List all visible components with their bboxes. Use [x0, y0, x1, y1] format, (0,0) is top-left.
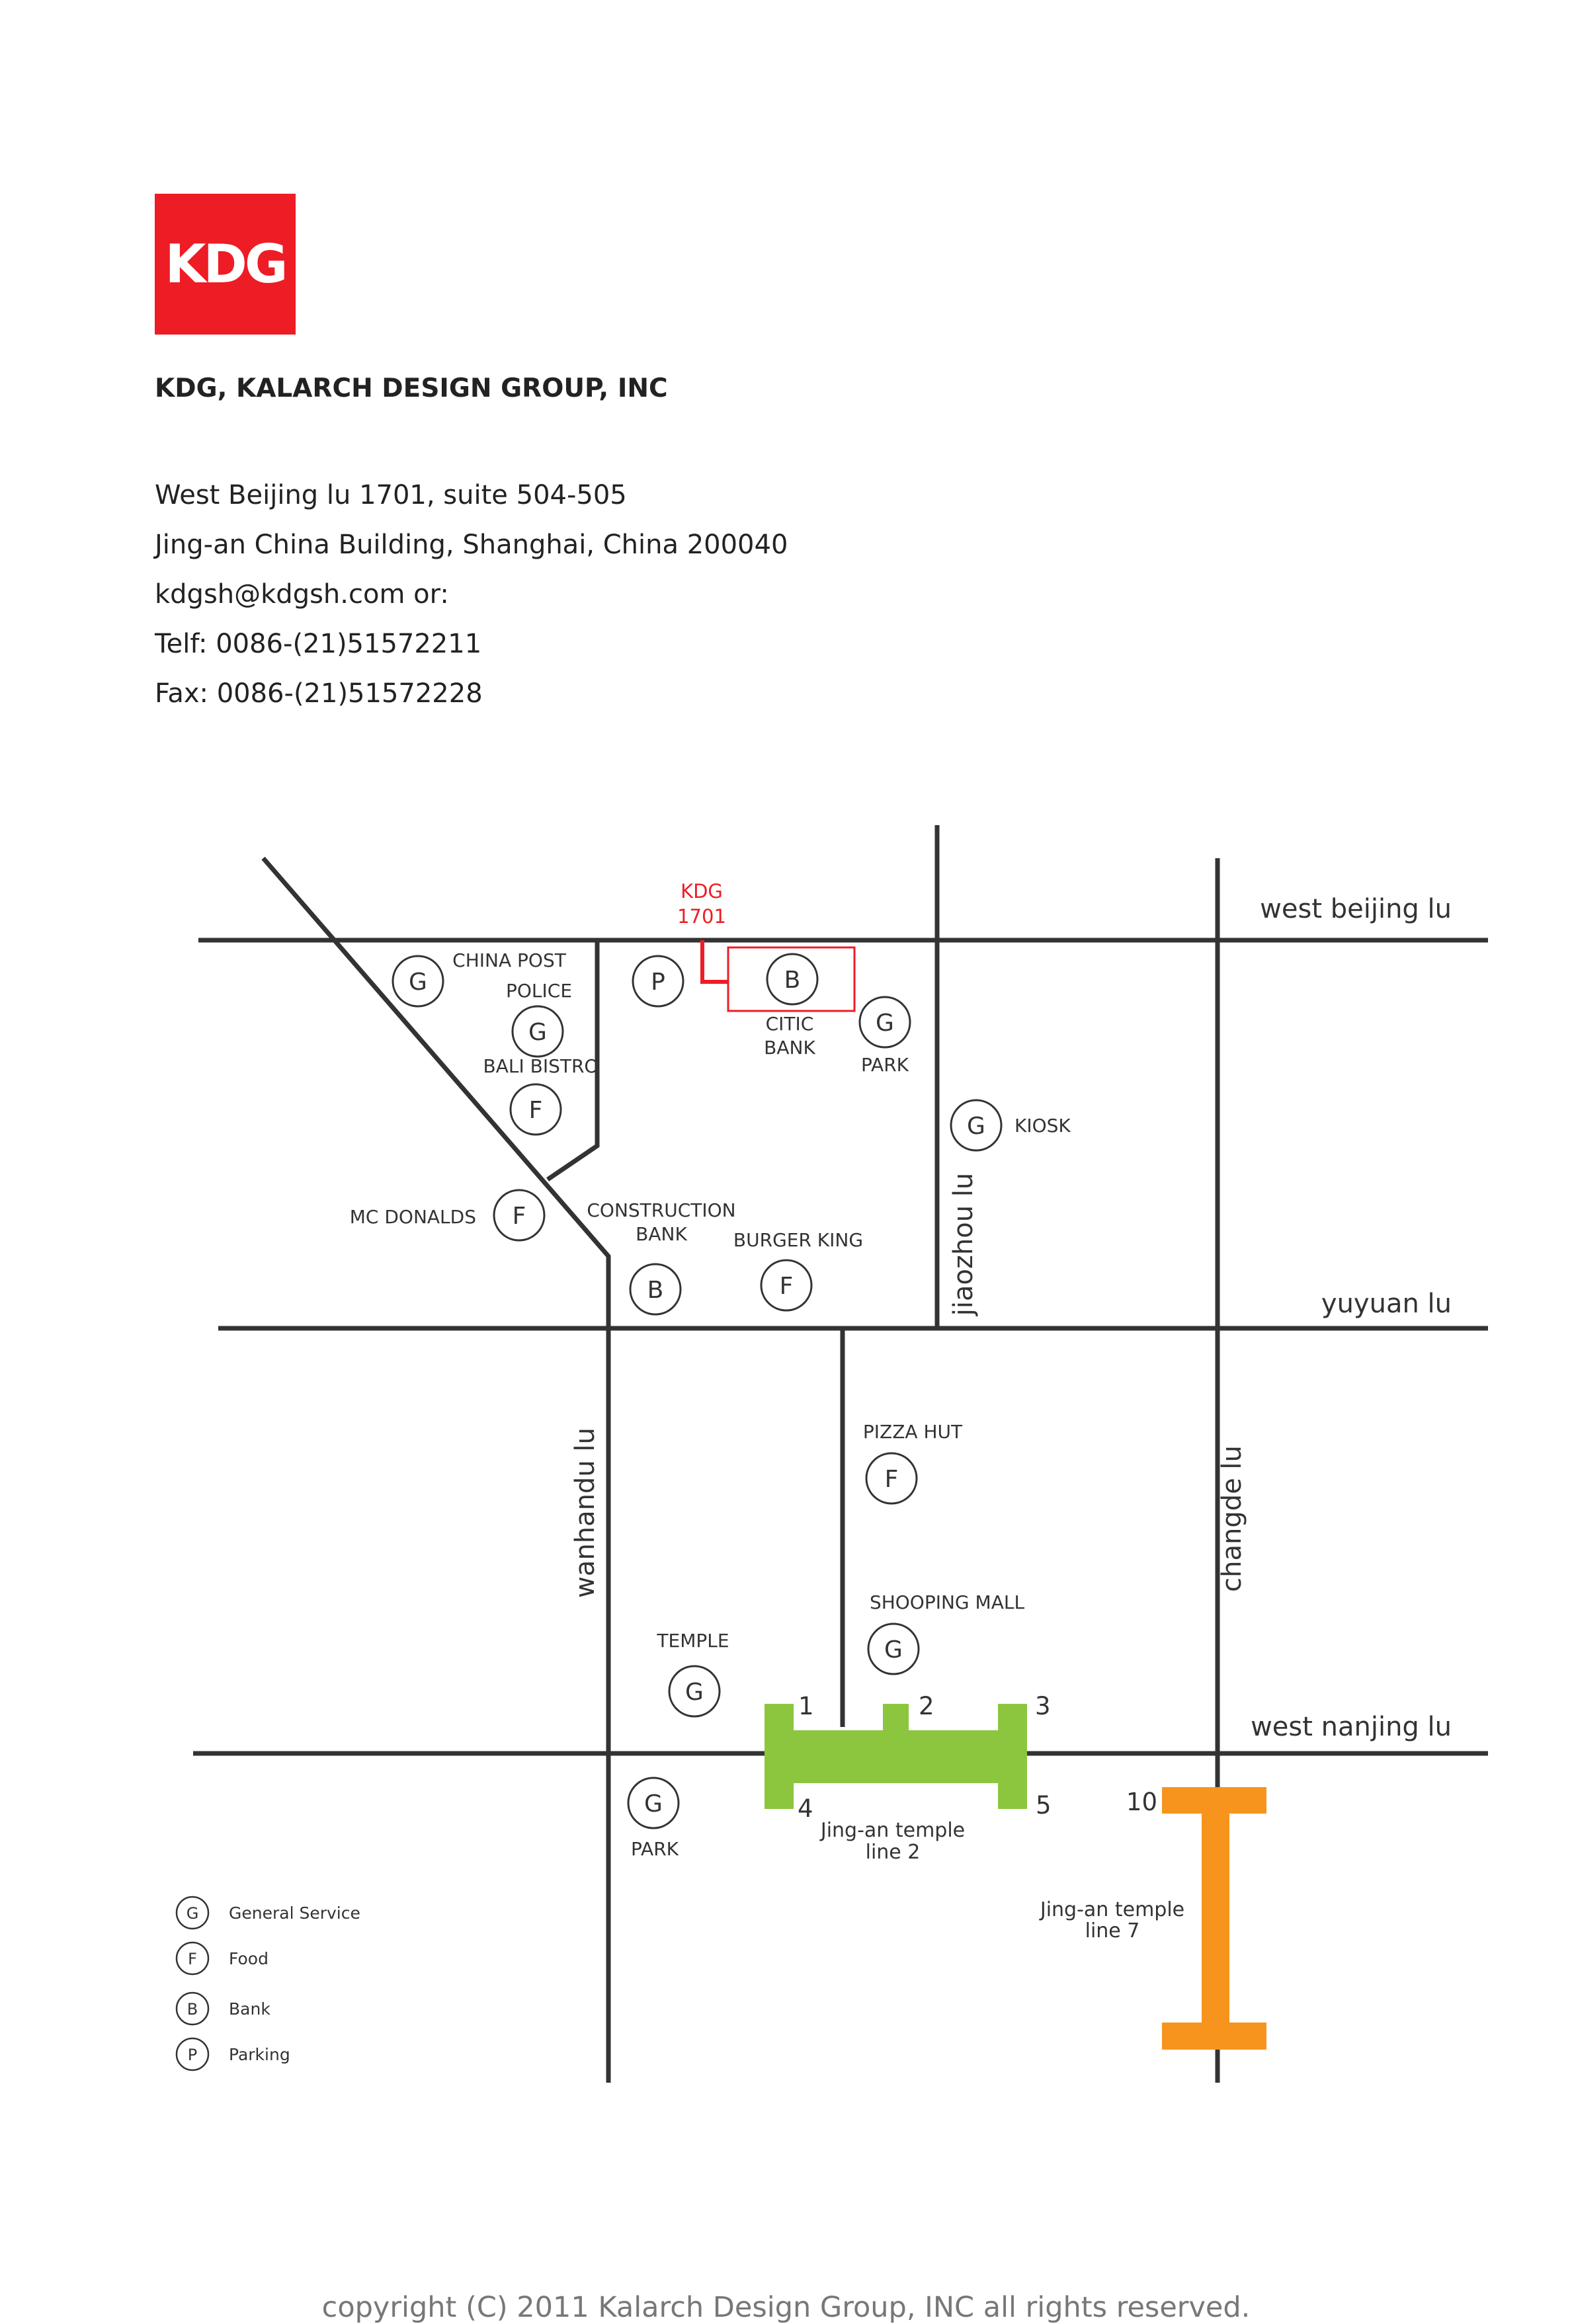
- street-label-yuyuan: yuyuan lu: [1321, 1289, 1452, 1319]
- svg-text:B: B: [647, 1277, 664, 1304]
- svg-text:G: G: [967, 1113, 985, 1140]
- poi-park-south[interactable]: G PARK: [627, 1777, 680, 1860]
- poi-label-citic: CITIC: [766, 1013, 814, 1035]
- metro-line-7-station[interactable]: 10 Jing-an temple line 7: [1039, 1787, 1266, 2050]
- street-label-wanhandu: wanhandu lu: [570, 1427, 600, 1598]
- metro-line-7-number: line 7: [1085, 1919, 1140, 1943]
- svg-text:P: P: [188, 2046, 197, 2064]
- poi-pizza-hut[interactable]: PIZZA HUT F: [863, 1421, 963, 1505]
- metro-line-2-shape: [765, 1704, 1027, 1809]
- svg-text:B: B: [784, 967, 801, 994]
- poi-label-park-south: PARK: [631, 1838, 679, 1860]
- address-block: West Beijing lu 1701, suite 504-505 Jing…: [155, 471, 788, 719]
- poi-label-shopping-mall: SHOOPING MALL: [870, 1591, 1025, 1613]
- poi-label-burger-king: BURGER KING: [733, 1229, 863, 1251]
- metro-line-7-shape: [1162, 1787, 1266, 2050]
- svg-text:G: G: [685, 1679, 704, 1706]
- poi-label-pizza-hut: PIZZA HUT: [863, 1421, 963, 1443]
- metro-exit-5: 5: [1036, 1791, 1052, 1820]
- roads: [193, 825, 1488, 2083]
- poi-label-kiosk: KIOSK: [1014, 1115, 1071, 1137]
- address-line-1: West Beijing lu 1701, suite 504-505: [155, 480, 627, 510]
- poi-label-bali-bistro: BALI BISTRO: [483, 1055, 599, 1077]
- metro-exit-1: 1: [798, 1692, 814, 1720]
- kdg-logo: KDG: [155, 194, 296, 335]
- poi-kiosk[interactable]: G KIOSK: [950, 1099, 1071, 1152]
- poi-burger-king[interactable]: BURGER KING F: [733, 1229, 863, 1312]
- poi-park-north[interactable]: G PARK: [858, 996, 911, 1076]
- legend-item-bank: B Bank: [175, 1991, 270, 2026]
- logo-text: KDG: [165, 233, 288, 295]
- metro-exit-10: 10: [1126, 1788, 1157, 1816]
- email-line[interactable]: kdgsh@kdgsh.com or:: [155, 579, 449, 610]
- svg-text:F: F: [188, 1950, 197, 1968]
- kdg-office-marker: KDG 1701: [677, 880, 856, 1012]
- poi-label-china-post: CHINA POST: [452, 949, 567, 971]
- svg-text:F: F: [529, 1097, 543, 1124]
- poi-label-temple: TEMPLE: [656, 1630, 729, 1652]
- street-label-west-nanjing: west nanjing lu: [1251, 1712, 1452, 1742]
- legend-item-parking: P Parking: [175, 2037, 290, 2071]
- poi-parking[interactable]: P: [632, 955, 684, 1008]
- telephone-line: Telf: 0086-(21)51572211: [155, 629, 482, 659]
- svg-text:G: G: [876, 1010, 894, 1037]
- metro-line-2-station[interactable]: 1 2 3 4 5 Jing-an temple line 2: [765, 1692, 1052, 1864]
- legend-item-food: F Food: [175, 1941, 269, 1976]
- svg-text:G: G: [884, 1636, 903, 1663]
- svg-text:Food: Food: [229, 1949, 269, 1968]
- metro-line-2-number: line 2: [866, 1841, 921, 1864]
- svg-text:P: P: [651, 969, 665, 996]
- poi-label-police: POLICE: [506, 980, 572, 1002]
- poi-shopping-mall[interactable]: SHOOPING MALL G: [867, 1591, 1025, 1675]
- map-legend: G General Service F Food B Bank P Parkin…: [175, 1896, 360, 2071]
- svg-text:G: G: [186, 1904, 199, 1923]
- metro-line-7-label: Jing-an temple: [1039, 1898, 1184, 1921]
- svg-text:Bank: Bank: [229, 1999, 270, 2019]
- metro-exit-2: 2: [919, 1692, 934, 1720]
- fax-line: Fax: 0086-(21)51572228: [155, 678, 483, 709]
- poi-temple[interactable]: TEMPLE G: [656, 1630, 729, 1718]
- svg-text:G: G: [409, 969, 427, 996]
- svg-text:G: G: [644, 1790, 663, 1818]
- company-name: KDG, KALARCH DESIGN GROUP, INC: [155, 374, 668, 403]
- street-label-west-beijing: west beijing lu: [1260, 894, 1452, 924]
- poi-label-construction-bank: BANK: [636, 1223, 687, 1245]
- metro-line-2-label: Jing-an temple: [819, 1819, 965, 1842]
- street-label-jiaozhou: jiaozhou lu: [948, 1173, 979, 1317]
- svg-text:Parking: Parking: [229, 2045, 290, 2064]
- road-diagonal: [261, 856, 611, 1328]
- poi-bali-bistro[interactable]: BALI BISTRO F: [483, 1055, 599, 1136]
- poi-citic-bank[interactable]: B CITIC BANK: [764, 953, 819, 1059]
- road-side-street: [546, 940, 600, 1182]
- kdg-marker-label: KDG: [681, 880, 723, 902]
- metro-exit-4: 4: [798, 1794, 813, 1823]
- svg-text:F: F: [780, 1273, 794, 1300]
- svg-text:F: F: [513, 1203, 526, 1230]
- poi-label-citic-bank: BANK: [764, 1037, 815, 1059]
- copyright-notice: copyright (C) 2011 Kalarch Design Group,…: [321, 2291, 1251, 2324]
- poi-construction-bank[interactable]: CONSTRUCTION BANK B: [587, 1199, 736, 1316]
- poi-label-park-north: PARK: [861, 1054, 909, 1076]
- street-label-changde: changde lu: [1217, 1445, 1247, 1592]
- legend-item-general-service: G General Service: [175, 1896, 360, 1930]
- svg-text:General Service: General Service: [229, 1903, 360, 1923]
- poi-label-construction: CONSTRUCTION: [587, 1199, 735, 1221]
- svg-text:G: G: [528, 1019, 547, 1046]
- address-line-2: Jing-an China Building, Shanghai, China …: [155, 530, 788, 560]
- kdg-marker-suite: 1701: [677, 905, 726, 928]
- svg-text:B: B: [187, 2000, 198, 2019]
- poi-label-mc-donalds: MC DONALDS: [350, 1206, 476, 1228]
- poi-mc-donalds[interactable]: MC DONALDS F: [350, 1189, 546, 1242]
- svg-text:F: F: [885, 1466, 899, 1493]
- metro-exit-3: 3: [1035, 1692, 1051, 1720]
- poi-police[interactable]: POLICE G: [506, 980, 572, 1058]
- poi-china-post[interactable]: G CHINA POST: [392, 949, 567, 1008]
